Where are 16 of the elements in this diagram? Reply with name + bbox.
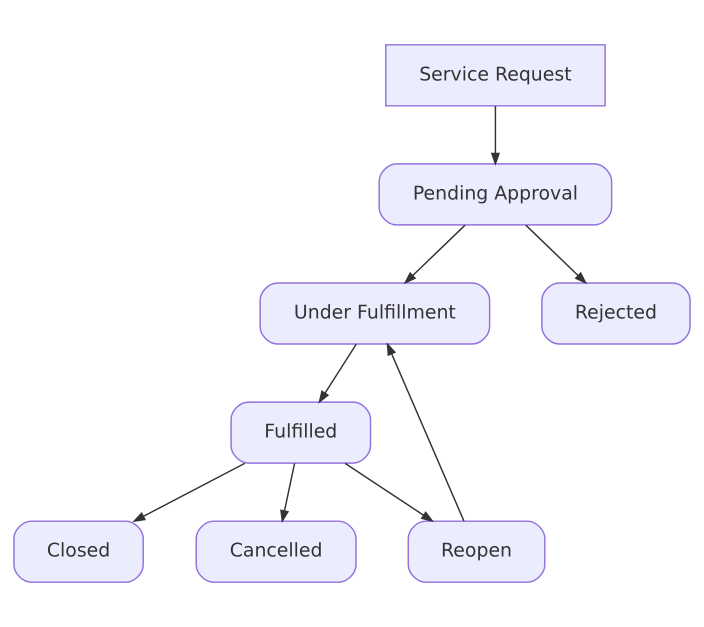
- node-box: Pending Approval: [378, 163, 612, 226]
- arrow: [280, 463, 296, 524]
- arrow: [490, 106, 500, 166]
- node-box: Closed: [13, 520, 144, 583]
- node-box: Rejected: [541, 282, 691, 345]
- node-box: Reopen: [408, 520, 546, 583]
- arrow: [132, 462, 246, 522]
- arrow: [386, 342, 465, 522]
- node-box: Fulfilled: [230, 401, 372, 464]
- arrow: [344, 462, 434, 522]
- arrow: [318, 344, 357, 404]
- node-box: Cancelled: [196, 520, 357, 583]
- node-box: Under Fulfillment: [259, 282, 490, 345]
- node-box: Service Request: [385, 44, 606, 107]
- arrow: [525, 224, 588, 284]
- arrow: [404, 224, 466, 284]
